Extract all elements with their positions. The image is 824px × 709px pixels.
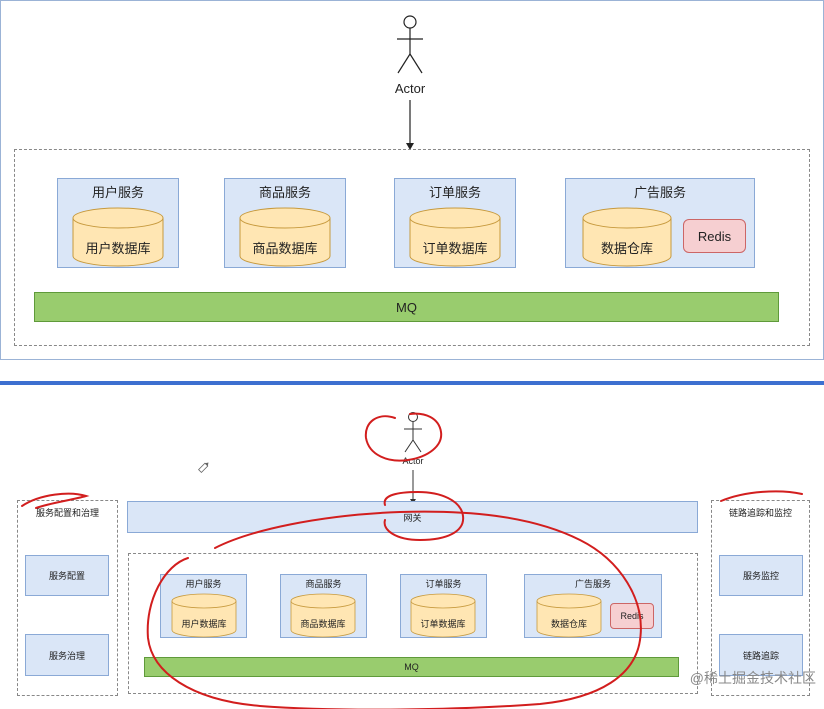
bottom-db-order-icon — [410, 593, 476, 638]
bottom-service-user-title: 用户服务 — [185, 579, 222, 589]
top-db-user-label: 用户数据库 — [85, 241, 151, 256]
top-db-warehouse-label: 数据仓库 — [600, 241, 653, 256]
top-actor-label: Actor — [394, 81, 426, 96]
bottom-link-tracing-box: 链路追踪 — [719, 634, 803, 676]
bottom-actor-label: Actor — [402, 456, 424, 466]
bottom-gateway-bar: 网关 — [127, 501, 698, 533]
bottom-left-group-title: 服务配置和治理 — [35, 508, 99, 518]
gateway-circle-annotation — [383, 490, 465, 542]
bottom-db-warehouse-icon — [536, 593, 602, 638]
bottom-db-product-label: 商品数据库 — [300, 619, 346, 629]
watermark-text: @稀土掘金技术社区 — [689, 670, 816, 686]
bottom-db-user-icon — [171, 593, 237, 638]
top-service-ads-title: 广告服务 — [633, 185, 686, 200]
bottom-db-order-label: 订单数据库 — [420, 619, 466, 629]
top-service-user-title: 用户服务 — [91, 185, 144, 200]
actor-circle-annotation — [364, 412, 443, 462]
top-db-product-icon — [239, 207, 331, 267]
top-service-order-title: 订单服务 — [428, 185, 481, 200]
top-db-user-icon — [72, 207, 164, 267]
bottom-mq-bar: MQ — [144, 657, 679, 677]
bottom-system-boundary — [128, 553, 698, 694]
bottom-service-config-box: 服务配置 — [25, 555, 109, 596]
right-title-underline-annotation — [720, 490, 803, 502]
top-db-warehouse-icon — [582, 207, 672, 267]
bottom-redis-box: Redis — [610, 603, 654, 629]
bottom-architecture-panel — [0, 385, 824, 709]
bottom-db-product-icon — [290, 593, 356, 638]
bottom-service-governance-box: 服务治理 — [25, 634, 109, 676]
bottom-db-warehouse-label: 数据仓库 — [550, 619, 587, 629]
top-db-order-icon — [409, 207, 501, 267]
bottom-db-user-label: 用户数据库 — [181, 619, 227, 629]
bottom-service-product-title: 商品服务 — [305, 579, 342, 589]
bottom-right-group-title: 链路追踪和监控 — [728, 508, 792, 518]
panel-separator — [0, 381, 824, 388]
top-service-product-title: 商品服务 — [258, 185, 311, 200]
bottom-right-tracing-group: 链路追踪和监控 — [711, 500, 810, 696]
top-redis-box: Redis — [683, 219, 746, 253]
core-system-loop-annotation — [146, 510, 642, 709]
bottom-service-ads-title: 广告服务 — [574, 579, 611, 589]
top-system-boundary — [14, 149, 810, 346]
left-title-underline-annotation — [21, 492, 90, 509]
top-mq-bar: MQ — [34, 292, 779, 322]
top-db-order-label: 订单数据库 — [422, 241, 488, 256]
bottom-service-order-title: 订单服务 — [425, 579, 462, 589]
top-db-product-label: 商品数据库 — [252, 241, 318, 256]
bottom-service-monitor-box: 服务监控 — [719, 555, 803, 596]
